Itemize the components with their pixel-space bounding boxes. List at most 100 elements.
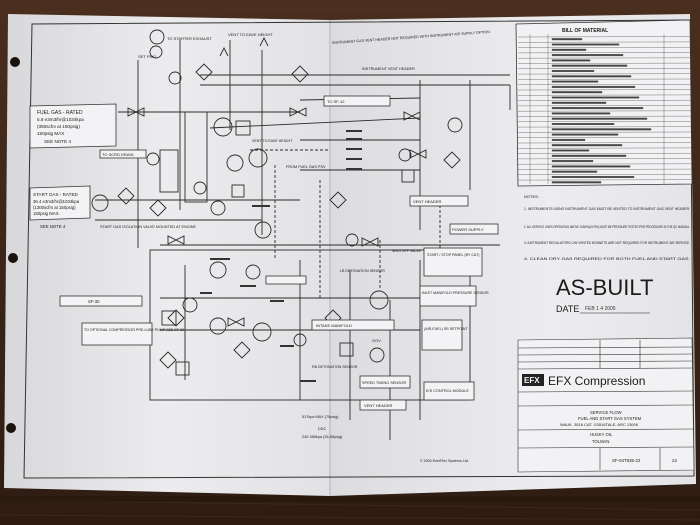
sheet-number: 22: [672, 458, 677, 463]
pid-small-marks: [200, 130, 362, 382]
fuel-gas-line3: (350scfm at 150psig): [37, 124, 80, 129]
bom-row-text-mark: [551, 69, 595, 72]
punch-hole: [8, 253, 18, 263]
drawing-number: SF-04T835-22: [612, 458, 641, 463]
bom-row-text-mark: [551, 138, 586, 141]
ecs-label: E/S CONTROL MODULE: [426, 389, 469, 393]
engine-title: WAUK. 3516 CAT. G3516TALE, ARC 1300K: [560, 422, 639, 427]
optional-pump-label: TO OPTIONAL COMPRESSOR PRE-LUBE PUMP SEE…: [84, 328, 184, 332]
ddc-label: DDC: [318, 427, 326, 431]
bom-row-text-mark: [551, 38, 583, 41]
bom-row-text-mark: [551, 144, 623, 147]
fuel-gas-line2: 5.8 e3m3/hr@1034kpa: [37, 117, 84, 122]
power-supply-label: POWER SUPPLY: [452, 227, 484, 232]
vent-header-bottom-label: VENT HEADER: [364, 403, 392, 408]
bom-row-text-mark: [551, 165, 631, 168]
company-logo-mark: EFX: [524, 376, 540, 385]
bom-row-text-mark: [551, 48, 587, 51]
gov-label: GOV: [372, 338, 381, 343]
bom-row-text-mark: [551, 181, 602, 184]
note-1: 1. INSTRUMENTS USING INSTRUMENT GAS MUST…: [524, 207, 690, 211]
bill-of-material: BILL OF MATERIAL: [515, 19, 693, 187]
ddc-range-label: 240-385kpa (35-55psig): [302, 435, 343, 439]
start-gas-line3: (1300scfm at 150psig): [33, 205, 76, 210]
bom-row-text-mark: [551, 59, 591, 62]
bom-row-text-mark: [551, 160, 594, 163]
bom-row-text-mark: [551, 91, 603, 94]
intake-manifold-label: INTAKE MANIFOLD: [316, 323, 352, 328]
rb-detonation-label: RB DETONATION SENSOR: [312, 365, 358, 369]
bom-row-text-mark: [551, 101, 607, 104]
air-fuel-label: (AIR-FUEL) SR SETPOINT: [424, 327, 469, 331]
bom-header: BILL OF MATERIAL: [562, 28, 608, 34]
bom-row-text-mark: [551, 149, 590, 152]
fuel-pressure-label: 517kpa MAX (75psig): [302, 415, 339, 419]
punch-hole: [6, 423, 16, 433]
diagram-labels: FUEL GAS - RATED 5.8 e3m3/hr@1034kpa (35…: [33, 30, 490, 439]
bom-row-text-mark: [551, 54, 624, 57]
system-title: FUEL AND START GAS SYSTEM: [578, 416, 642, 421]
as-built-stamp: AS-BUILT DATE FEB 1 4 2005: [556, 275, 653, 314]
inlet-manifold-label: INLET MANIFOLD PRESSURE SENSOR: [422, 291, 489, 295]
vent-header-top-label: INSTRUMENT VENT HEADER: [362, 67, 415, 71]
bom-row-text-mark: [551, 43, 620, 46]
as-built-title: AS-BUILT: [556, 275, 653, 300]
bom-row-text-mark: [551, 122, 615, 125]
fuel-gas-line1: FUEL GAS - RATED: [37, 110, 83, 116]
bom-row-text-mark: [551, 75, 632, 78]
company-logo-icon: [522, 374, 544, 386]
set-psig-label: SET PSIG: [138, 54, 156, 59]
client-name: HUSKY OIL: [590, 432, 613, 437]
bom-row-text-mark: [551, 128, 652, 131]
bom-row-text-mark: [551, 64, 628, 67]
start-valve-label: START GAS ISOLATION VALVE MOUNTED AT ENG…: [100, 225, 197, 229]
sheet-left-half: [4, 14, 330, 496]
location-name: TOLMAN: [592, 439, 609, 444]
bom-row-text-mark: [551, 96, 640, 99]
bom-row-text-mark: [551, 133, 619, 136]
sheet-bottom-shadow: [0, 496, 700, 502]
copyright-note: © 2004 EnerFlex Systems Ltd.: [420, 459, 469, 463]
from-fuel-label: FROM FUEL GAS PSV: [286, 165, 326, 169]
start-gas-line2: 36.4 e3m3/hr@1034kpa: [33, 199, 80, 204]
bom-row-text-mark: [551, 107, 644, 110]
notes-section: NOTES: 1. INSTRUMENTS USING INSTRUMENT G…: [524, 194, 690, 261]
to-starter-label: TO STARTER EXHAUST: [167, 36, 212, 41]
note-4: 4. CLEAN DRY GAS REQUIRED FOR BOTH FUEL …: [524, 257, 690, 261]
fuel-gas-line5: SEE NOTE 4: [44, 139, 72, 144]
start-gas-line1: START GAS - RATED: [33, 192, 79, 197]
note-title: NOTES:: [524, 194, 539, 199]
start-stop-label: START / STOP PANEL (BY CAT): [427, 253, 479, 257]
bom-rows: [517, 34, 692, 184]
bom-row-text-mark: [551, 154, 627, 157]
as-built-date-label: DATE: [556, 304, 579, 314]
punch-hole: [10, 57, 20, 67]
sf30-label: SF-30: [88, 299, 100, 304]
company-name: EFX Compression: [548, 374, 645, 388]
title-block-text: EFX EFX Compression SERVICE FLOW FUEL AN…: [522, 374, 677, 463]
to-sf-label: TO SF-12: [327, 99, 345, 104]
title-block: [517, 337, 695, 473]
bom-row-text-mark: [551, 175, 635, 178]
lb-detonation-label: LB DETONATION SENSOR: [340, 269, 385, 273]
vent-eave-label: VENT TO EAVE HEIGHT: [228, 32, 273, 37]
bom-row-text-mark: [551, 112, 611, 115]
start-gas-line4: 150psig MAX.: [33, 211, 60, 216]
callout-boxes: [29, 95, 499, 411]
vent-eave-label-2: VENT TO EAVE HEIGHT: [252, 139, 293, 143]
bom-row-text-mark: [551, 85, 636, 88]
speed-timing-label: SPEED TIMING SENSOR: [362, 381, 406, 385]
service-title: SERVICE FLOW: [590, 410, 622, 415]
bom-row-text-mark: [551, 170, 598, 173]
note-3: 3. INSTRUMENT REGULATORS C/W VENTED BONN…: [524, 241, 690, 245]
bom-row-text-mark: [551, 80, 599, 83]
drawing-border: [23, 19, 695, 479]
vent-header-mid-label: VENT HEADER: [413, 199, 441, 204]
shutoff-label: SHUTOFF VALVE: [392, 249, 422, 253]
wood-grain: [0, 5, 700, 521]
note-2: 2. ALL SERVICE LINES OPERATING ABOVE 103…: [524, 225, 690, 229]
to-sump-label: TO SCRD DRAIN: [102, 152, 134, 157]
as-built-date-value: FEB 1 4 2005: [585, 306, 616, 312]
fuel-gas-line4: 150psig MAX: [37, 131, 64, 136]
